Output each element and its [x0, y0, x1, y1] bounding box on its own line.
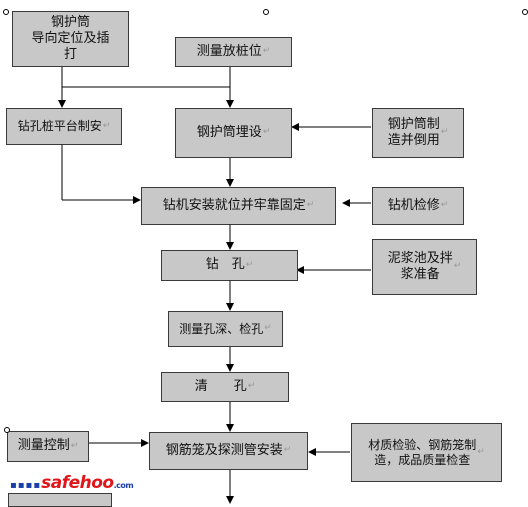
paragraph-mark-icon: ↵: [245, 259, 254, 270]
node-cage-install-label: 钢筋笼及探测管安装: [165, 442, 283, 458]
node-casing-guide-label: 钢护筒 导向定位及插 打: [31, 14, 110, 63]
node-survey-stake: 测量放桩位↵: [175, 37, 292, 67]
paragraph-mark-icon: ↵: [262, 127, 271, 138]
node-casing-guide: 钢护筒 导向定位及插 打: [12, 11, 129, 67]
node-cage-install: 钢筋笼及探测管安装↵: [149, 432, 308, 470]
node-rig-install: 钻机安装就位并牢靠固定↵: [141, 187, 336, 225]
node-casing-make-label: 钢护筒制 造并倒用: [387, 116, 440, 148]
paragraph-mark-icon: ↵: [70, 440, 79, 451]
node-mud-pool-label: 泥浆池及拌 浆准备: [387, 250, 453, 282]
node-cleaning-label: 清 孔: [194, 378, 247, 394]
node-material-check-label: 材质检验、钢筋笼制 造，成品质量检查: [368, 437, 477, 467]
selection-handle[interactable]: [4, 427, 10, 433]
watermark-dots: ▪▪▪▪: [10, 480, 42, 491]
node-rig-install-label: 钻机安装就位并牢靠固定: [162, 197, 306, 213]
node-depth-check-label: 测量孔深、检孔: [179, 321, 264, 336]
node-mud-pool: 泥浆池及拌 浆准备↵: [372, 239, 477, 295]
paragraph-mark-icon: ↵: [440, 200, 449, 211]
node-cleaning: 清 孔↵: [161, 372, 289, 402]
node-casing-bury: 钢护筒埋设↵: [175, 108, 292, 158]
node-survey-stake-label: 测量放桩位: [196, 43, 262, 59]
node-depth-check: 测量孔深、检孔↵: [168, 311, 283, 347]
paragraph-mark-icon: ↵: [102, 120, 111, 131]
node-rig-repair: 钻机检修↵: [372, 187, 464, 225]
node-casing-bury-label: 钢护筒埋设: [196, 124, 262, 140]
paragraph-mark-icon: ↵: [440, 127, 449, 138]
node-material-check: 材质检验、钢筋笼制 造，成品质量检查↵: [351, 423, 502, 482]
node-drill-platform-label: 钻孔桩平台制安: [17, 119, 102, 133]
node-drilling: 钻 孔↵: [161, 250, 298, 281]
selection-handle[interactable]: [3, 9, 9, 15]
watermark-domain: .com: [113, 481, 134, 490]
safehoo-watermark-logo: ▪▪▪▪safehoo.com: [10, 473, 134, 493]
paragraph-mark-icon: ↵: [247, 381, 256, 392]
node-survey-control-label: 测量控制: [17, 438, 70, 454]
watermark-brand: safehoo: [41, 473, 114, 493]
paragraph-mark-icon: ↵: [264, 323, 272, 334]
paragraph-mark-icon: ↵: [262, 46, 271, 57]
node-rig-repair-label: 钻机检修: [387, 197, 440, 213]
paragraph-mark-icon: ↵: [477, 446, 485, 457]
selection-handle[interactable]: [263, 9, 269, 15]
node-drill-platform: 钻孔桩平台制安↵: [6, 108, 122, 145]
node-casing-make: 钢护筒制 造并倒用↵: [372, 108, 464, 158]
paragraph-mark-icon: ↵: [283, 445, 292, 456]
paragraph-mark-icon: ↵: [306, 200, 315, 211]
selection-handle[interactable]: [522, 9, 528, 15]
paragraph-mark-icon: ↵: [453, 261, 462, 272]
node-survey-control: 测量控制↵: [7, 431, 89, 462]
node-drilling-label: 钻 孔: [205, 257, 245, 273]
